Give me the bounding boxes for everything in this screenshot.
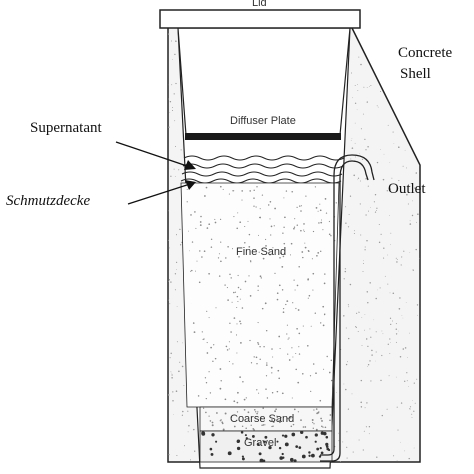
gravel-label: Gravel [244,437,277,449]
coarse-sand-label: Coarse Sand [230,413,295,425]
concrete-shell-label-line1: Concrete [398,45,453,61]
coarse-sand-layer [199,406,333,432]
lid [159,9,361,29]
schmutzdecke-arrow [127,180,196,205]
gravel-layer [199,430,333,463]
fine-sand-layer [180,182,340,408]
supernatant-arrow [115,141,196,170]
schmutzdecke-label: Schmutzdecke [6,193,91,209]
outlet-label: Outlet [388,181,426,197]
diffuser-plate-label: Diffuser Plate [230,115,296,127]
fine-sand-label: Fine Sand [236,246,287,258]
lid-label: Lid [252,0,267,9]
diffuser-plate [185,133,341,140]
supernatant-label: Supernatant [30,120,102,136]
concrete-shell-label-line2: Shell [400,66,431,82]
outlet-pipe [320,154,375,462]
